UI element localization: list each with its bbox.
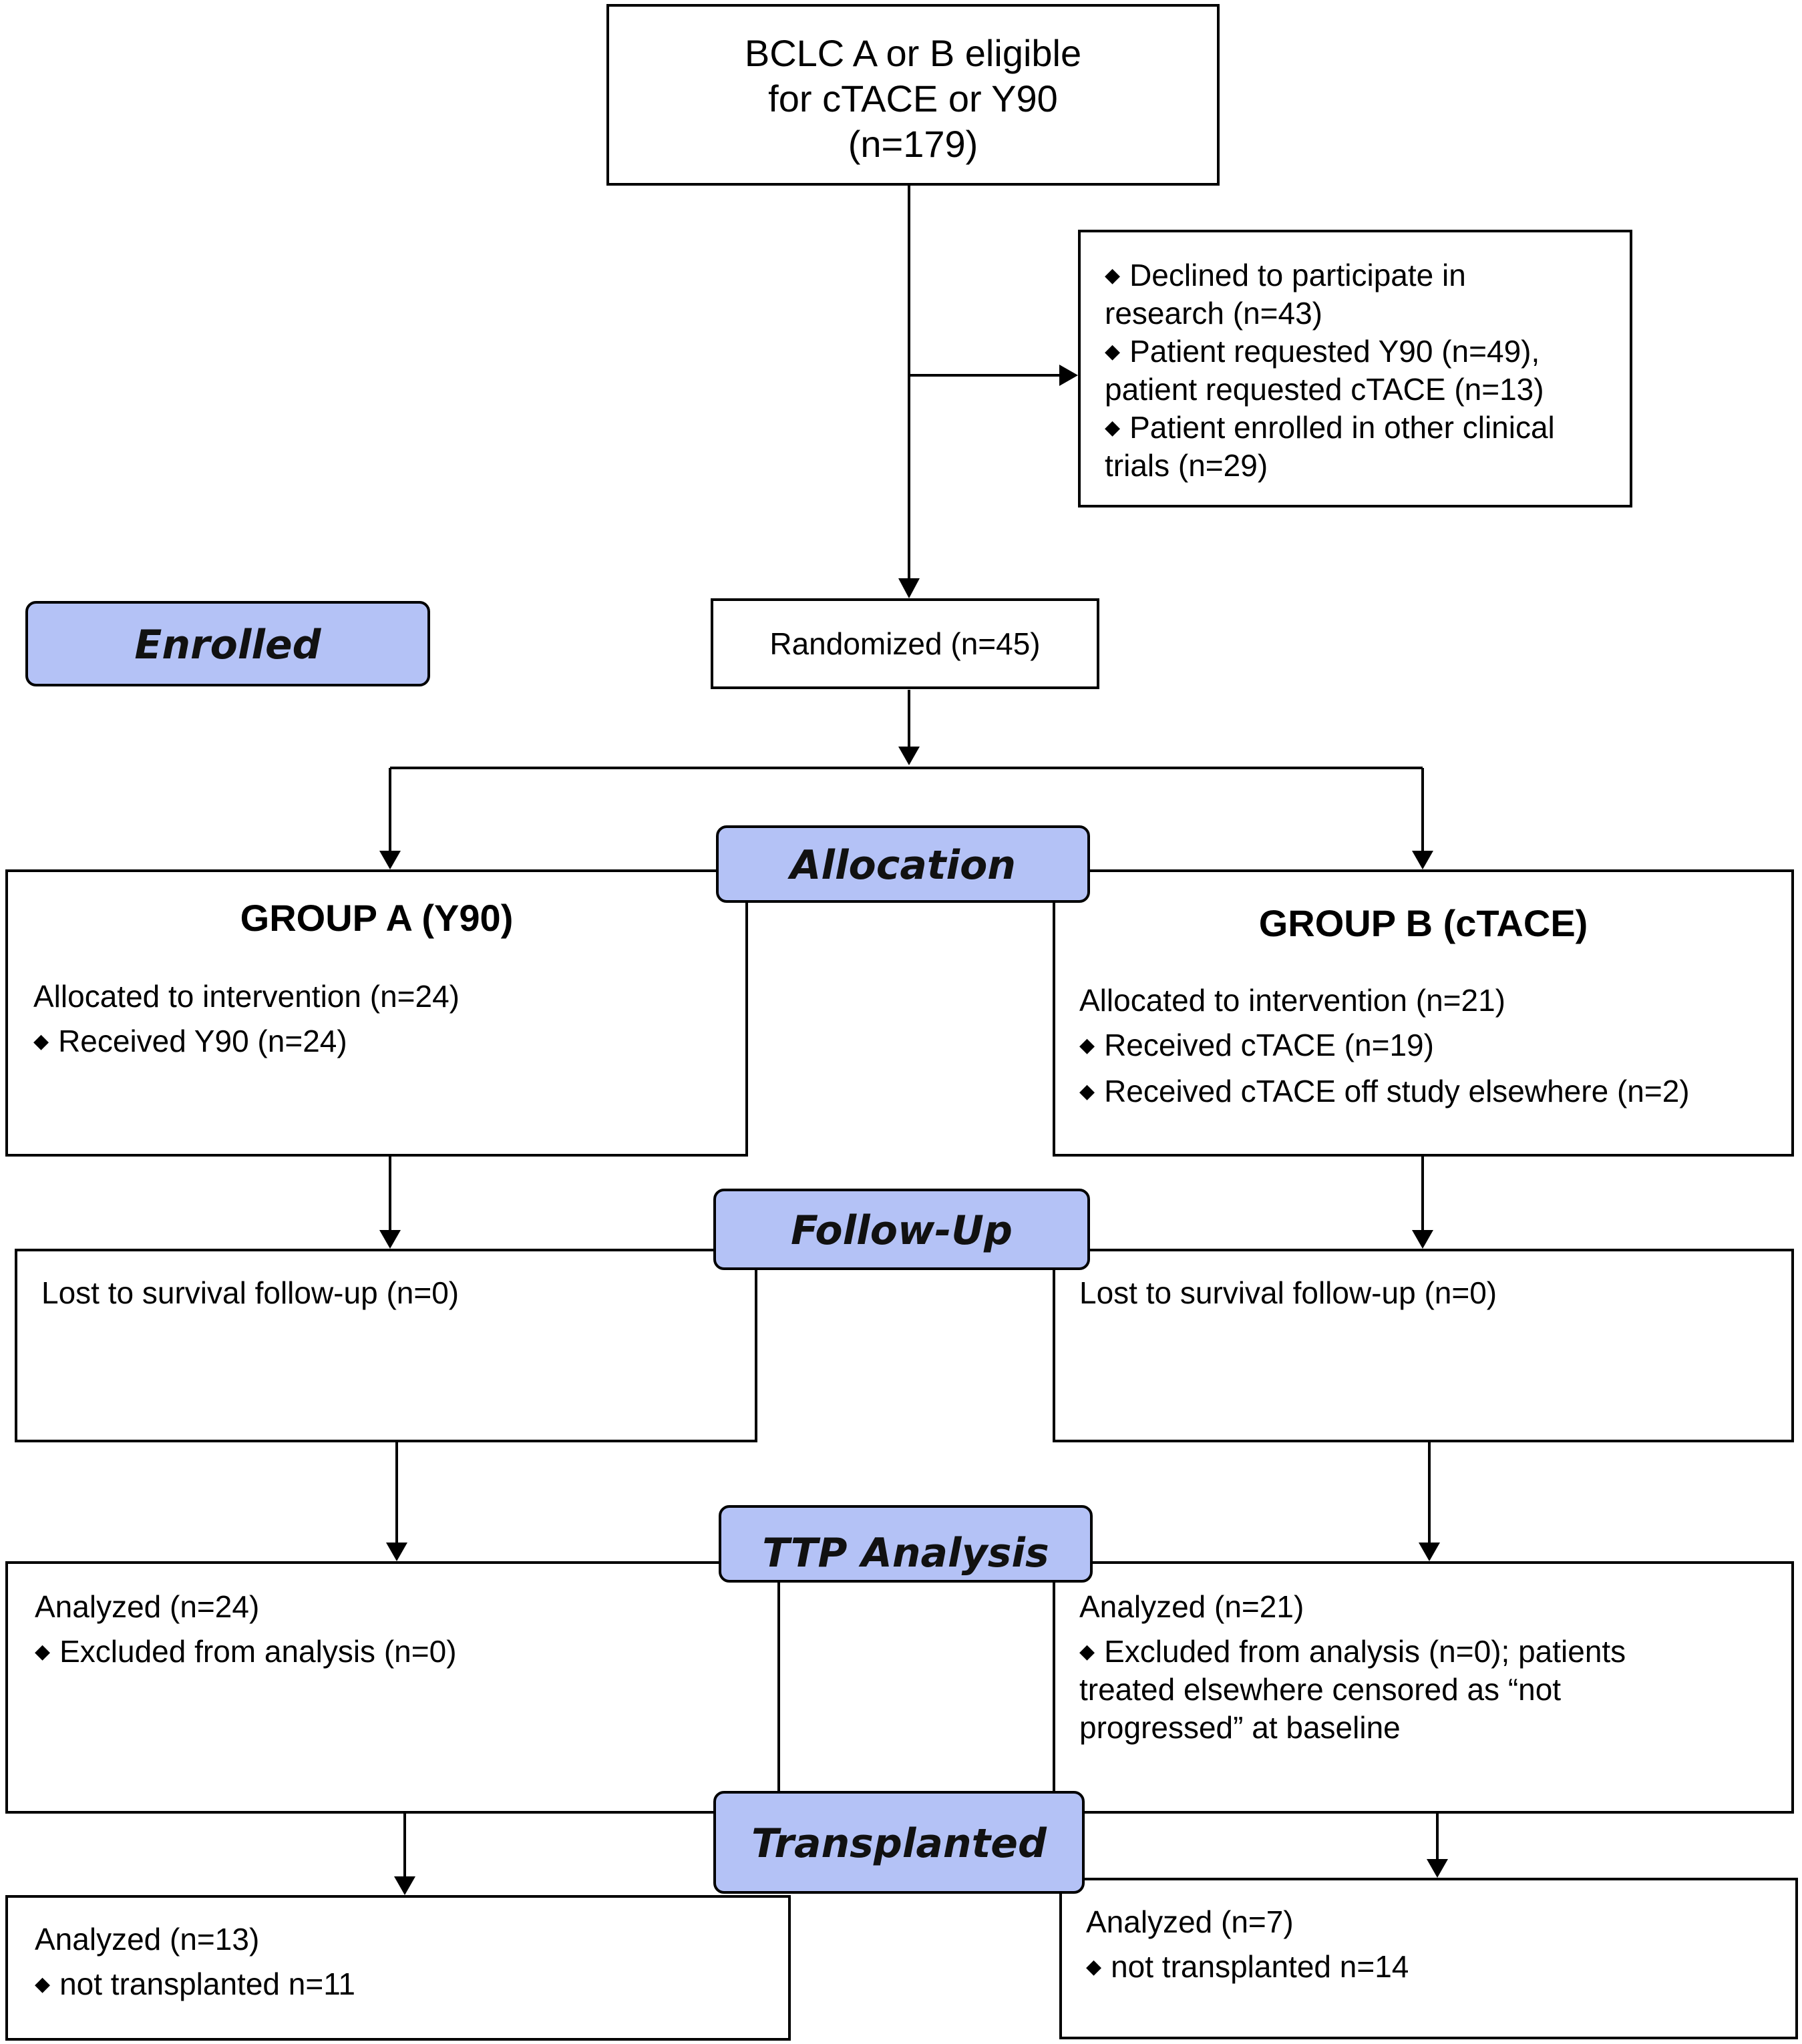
- group-b-received-off-study: Received cTACE off study elsewhere (n=2): [1104, 1074, 1690, 1108]
- group-b-title: GROUP B (cTACE): [1258, 902, 1588, 944]
- randomized-text: Randomized (n=45): [769, 626, 1041, 661]
- group-b-ttp-excluded-line-1: Excluded from analysis (n=0); patients: [1104, 1634, 1626, 1669]
- group-a-followup-text: Lost to survival follow-up (n=0): [41, 1275, 460, 1310]
- arrowhead-group-b: [1412, 851, 1433, 869]
- stage-label-enrolled: Enrolled: [25, 601, 430, 686]
- arrowhead-exclusions: [1059, 365, 1078, 386]
- exclusion-3-line-2: trials (n=29): [1105, 448, 1268, 483]
- stage-label-follow-up-text: Follow-Up: [791, 1207, 1013, 1254]
- exclusion-3-line-1: Patient enrolled in other clinical: [1129, 410, 1555, 445]
- stage-label-enrolled-text: Enrolled: [134, 622, 321, 668]
- diamond-bullet-icon: ◆: [35, 1641, 51, 1663]
- group-a-ttp-excluded: Excluded from analysis (n=0): [59, 1634, 457, 1669]
- group-a-transplant-box: Analyzed (n=13) ◆ not transplanted n=11: [5, 1895, 791, 2041]
- group-a-allocated: Allocated to intervention (n=24): [33, 979, 460, 1014]
- exclusion-2-line-2: patient requested cTACE (n=13): [1105, 372, 1544, 407]
- group-b-allocated: Allocated to intervention (n=21): [1079, 983, 1506, 1018]
- group-b-followup-text: Lost to survival follow-up (n=0): [1079, 1275, 1497, 1310]
- group-b-ttp-excluded-line-3: progressed” at baseline: [1079, 1710, 1401, 1745]
- allocation-connector-right: [1053, 903, 1055, 1157]
- group-b-received: Received cTACE (n=19): [1104, 1028, 1434, 1062]
- group-a-allocation-box: GROUP A (Y90) Allocated to intervention …: [5, 869, 748, 1157]
- allocation-connector-left: [745, 903, 748, 1157]
- stage-label-transplanted: Transplanted: [713, 1791, 1085, 1894]
- diamond-bullet-icon: ◆: [1079, 1080, 1095, 1102]
- group-a-followup-box: Lost to survival follow-up (n=0): [15, 1249, 757, 1442]
- exclusions-box: ◆ Declined to participate in research (n=…: [1078, 230, 1632, 507]
- eligible-line-3: (n=179): [848, 123, 978, 165]
- arrowhead-group-a: [379, 851, 401, 869]
- group-a-tx-analyzed: Analyzed (n=13): [35, 1922, 260, 1957]
- eligible-line-2: for cTACE or Y90: [768, 77, 1058, 120]
- ttp-connector-left: [777, 1583, 780, 1791]
- group-b-tx-analyzed: Analyzed (n=7): [1086, 1904, 1294, 1939]
- arrowhead-a-tx: [394, 1876, 415, 1895]
- stage-label-allocation-text: Allocation: [789, 842, 1017, 889]
- diamond-bullet-icon: ◆: [33, 1030, 49, 1052]
- arrowhead-a-followup: [379, 1230, 401, 1249]
- group-b-tx-not: not transplanted n=14: [1111, 1949, 1409, 1984]
- arrowhead-b-ttp: [1419, 1543, 1440, 1561]
- diamond-bullet-icon: ◆: [1105, 264, 1121, 286]
- group-b-ttp-box: Analyzed (n=21) ◆ Excluded from analysis …: [1053, 1561, 1794, 1814]
- randomized-box: Randomized (n=45): [711, 598, 1099, 689]
- eligible-line-1: BCLC A or B eligible: [744, 32, 1082, 74]
- diamond-bullet-icon: ◆: [1079, 1641, 1095, 1663]
- group-a-ttp-box: Analyzed (n=24) ◆ Excluded from analysis …: [5, 1561, 780, 1814]
- exclusion-2-line-1: Patient requested Y90 (n=49),: [1129, 334, 1540, 369]
- diamond-bullet-icon: ◆: [1079, 1034, 1095, 1056]
- diamond-bullet-icon: ◆: [1105, 341, 1121, 363]
- group-a-title: GROUP A (Y90): [240, 897, 514, 939]
- arrowhead-b-tx: [1427, 1859, 1448, 1878]
- group-a-ttp-analyzed: Analyzed (n=24): [35, 1589, 260, 1624]
- group-a-tx-not: not transplanted n=11: [59, 1967, 355, 2001]
- stage-label-follow-up: Follow-Up: [713, 1189, 1090, 1270]
- stage-label-allocation: Allocation: [716, 825, 1090, 903]
- arrowhead-a-ttp: [386, 1543, 407, 1561]
- exclusion-1-line-2: research (n=43): [1105, 296, 1322, 331]
- group-b-allocation-box: GROUP B (cTACE) Allocated to interventio…: [1053, 869, 1794, 1157]
- diamond-bullet-icon: ◆: [35, 1973, 51, 1995]
- stage-label-ttp-analysis: TTP Analysis: [719, 1505, 1093, 1583]
- stage-label-ttp-analysis-text: TTP Analysis: [762, 1530, 1049, 1577]
- stage-label-transplanted-text: Transplanted: [751, 1820, 1047, 1867]
- diamond-bullet-icon: ◆: [1086, 1956, 1102, 1978]
- arrowhead-split: [898, 747, 920, 765]
- ttp-connector-right: [1053, 1583, 1055, 1791]
- eligible-box: BCLC A or B eligible for cTACE or Y90 (n…: [606, 4, 1220, 186]
- arrowhead-randomized: [898, 578, 920, 598]
- exclusion-1-line-1: Declined to participate in: [1129, 258, 1466, 292]
- group-b-ttp-excluded-line-2: treated elsewhere censored as “not: [1079, 1672, 1562, 1707]
- diamond-bullet-icon: ◆: [1105, 417, 1121, 439]
- arrowhead-b-followup: [1412, 1230, 1433, 1249]
- group-a-received: Received Y90 (n=24): [58, 1024, 347, 1058]
- group-b-ttp-analyzed: Analyzed (n=21): [1079, 1589, 1304, 1624]
- group-b-followup-box: Lost to survival follow-up (n=0): [1053, 1249, 1794, 1442]
- group-b-transplant-box: Analyzed (n=7) ◆ not transplanted n=14: [1059, 1878, 1798, 2039]
